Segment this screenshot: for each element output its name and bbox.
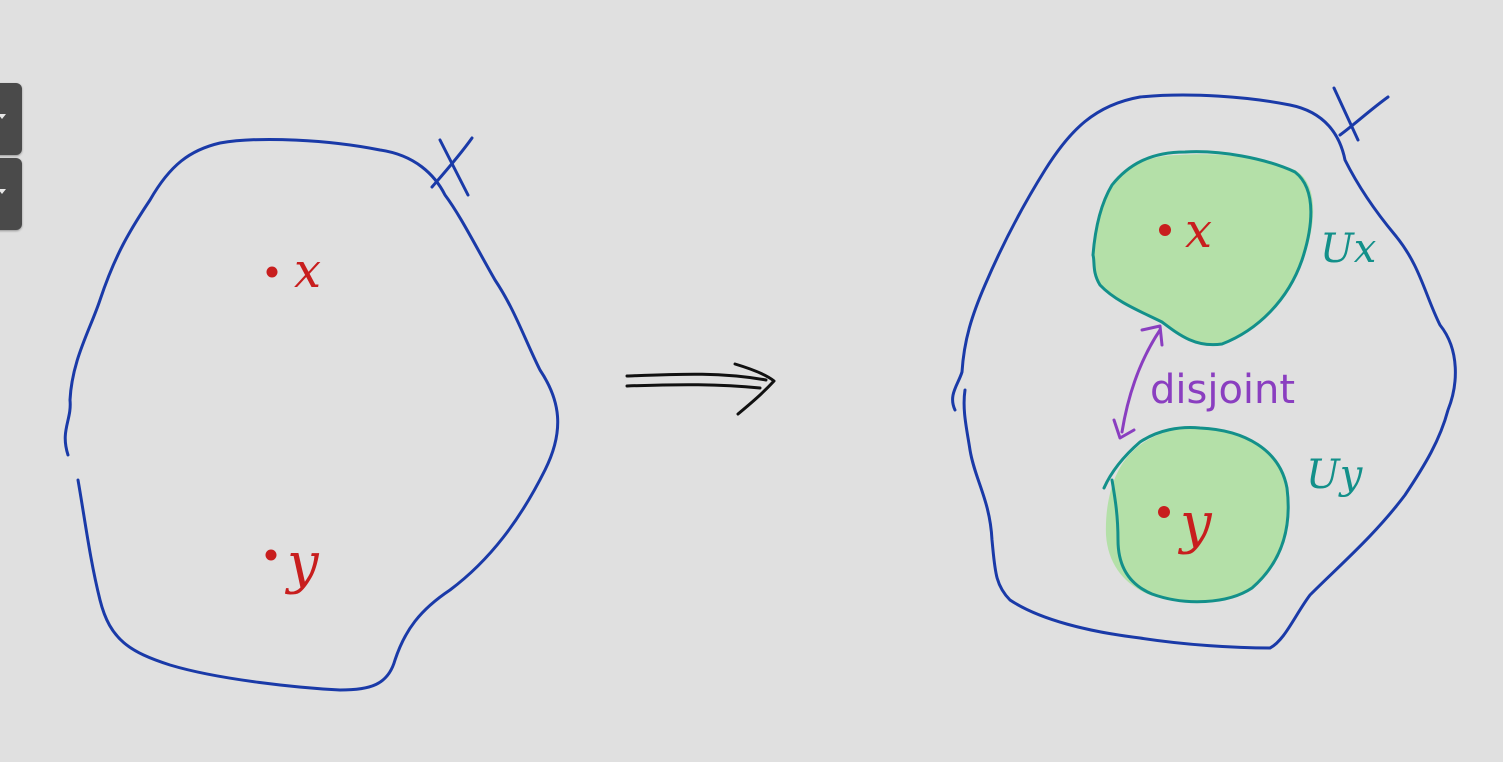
- left-set-label: X: [0, 0, 11, 4]
- chevron-down-icon: [0, 189, 6, 194]
- chevron-down-icon: [0, 114, 6, 119]
- right-point-x-dot: [1159, 224, 1171, 236]
- left-point-x-dot: [266, 266, 278, 278]
- right-panel: X x Ux y Uy disjoint: [0, 0, 1457, 650]
- side-toolbar-button-2[interactable]: [0, 158, 22, 230]
- neighborhood-uy-outline: [1102, 426, 1290, 604]
- left-panel: X x y: [0, 0, 560, 692]
- left-set-label-stroke-a: [438, 138, 470, 197]
- implies-arrow-icon: [625, 362, 776, 416]
- double-arrow-icon: [1112, 324, 1164, 440]
- left-point-y-label: y: [284, 531, 320, 596]
- right-set-label-stroke-b: [1338, 95, 1390, 137]
- right-point-y-label: y: [1177, 491, 1213, 556]
- neighborhood-uy-label: Uy: [1306, 452, 1364, 498]
- left-point-x-label: x: [294, 243, 321, 299]
- right-set-outline: [951, 93, 1457, 650]
- right-point-x-label: x: [1185, 203, 1212, 259]
- left-point-y-dot: [265, 549, 277, 561]
- left-set-label-stroke-b: [430, 136, 474, 189]
- neighborhood-ux-label: Ux: [1320, 226, 1376, 272]
- neighborhood-ux-outline: [1091, 150, 1313, 347]
- side-toolbar-button-1[interactable]: [0, 83, 22, 155]
- left-set-outline: [63, 138, 560, 692]
- right-set-label-stroke-a: [1332, 86, 1360, 142]
- right-point-y-dot: [1158, 506, 1170, 518]
- right-set-label: X: [0, 0, 11, 4]
- neighborhood-uy-fill: [1105, 428, 1289, 602]
- disjoint-label: disjoint: [1150, 367, 1295, 413]
- neighborhood-ux-fill: [1093, 154, 1314, 346]
